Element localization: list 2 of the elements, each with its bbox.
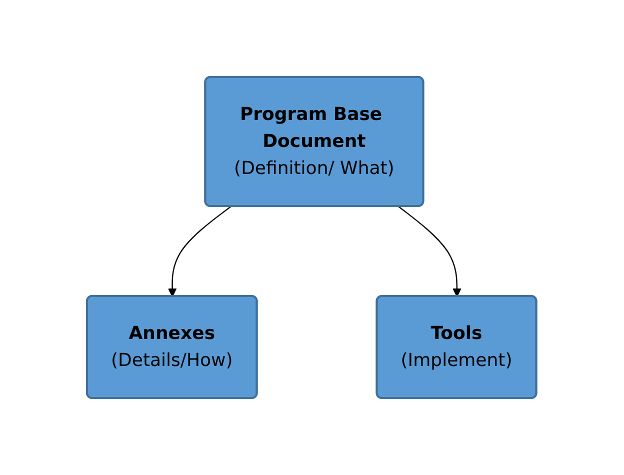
arrow: [168, 206, 232, 297]
arrow: [398, 206, 462, 297]
